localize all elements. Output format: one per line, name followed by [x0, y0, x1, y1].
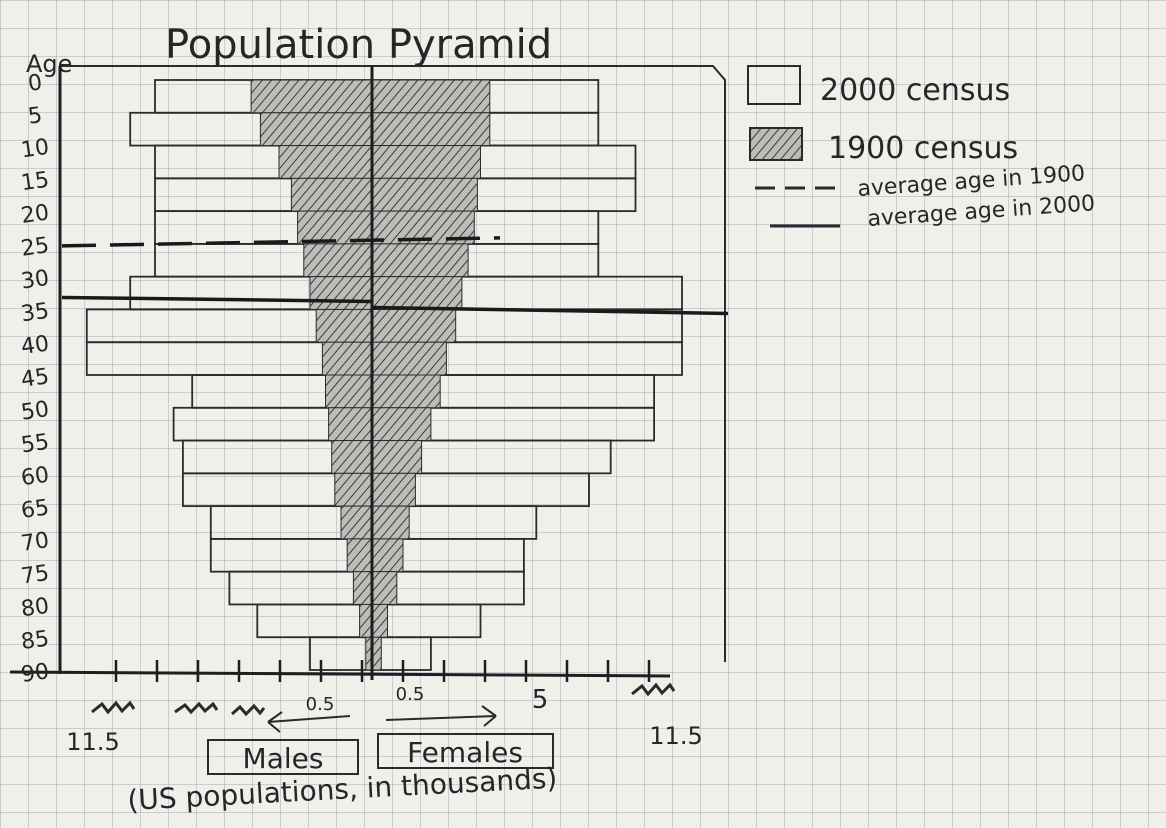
bar-1900-male: [309, 276, 373, 310]
age-tick-labels: 0 5 10 15 20 25 30 35 40 45 50 55 60 65 70 75 80 85 90: [19, 70, 50, 688]
bar-1900-male: [321, 341, 373, 376]
bar-1900-male: [290, 177, 373, 212]
age-tick-label: 70: [19, 528, 50, 557]
age-tick-label: 10: [19, 135, 50, 164]
age-tick-label: 20: [19, 200, 50, 229]
males-arrow: [267, 711, 351, 733]
bar-1900-male: [278, 145, 373, 179]
bar-1900-female: [371, 243, 469, 278]
age-tick-label: 40: [19, 331, 50, 360]
bar-1900-male: [328, 407, 373, 442]
bar-1900-male: [315, 308, 373, 343]
age-tick-label: 35: [19, 299, 50, 328]
bar-1900-male: [297, 210, 373, 245]
bar-1900-female: [371, 472, 416, 507]
axes: [9, 66, 671, 680]
bar-1900-male: [352, 571, 373, 605]
x-tick-left-outer: 11.5: [66, 728, 119, 756]
average-age-2000-line-left: [61, 295, 373, 304]
bar-1900-female: [371, 112, 491, 147]
males-box: [207, 739, 359, 775]
x-tick-marks: [114, 660, 651, 682]
age-tick-label: 25: [19, 233, 50, 262]
scribbled-ticks: [91, 682, 676, 717]
x-tick-right-mid: 5: [532, 685, 549, 715]
bar-1900-male: [303, 243, 373, 278]
bar-1900-male: [259, 112, 373, 147]
age-tick-label: 50: [19, 397, 50, 426]
bar-1900-female: [371, 177, 478, 212]
bar-1900-male: [250, 79, 373, 114]
bar-1900-female: [371, 79, 491, 114]
age-tick-label: 80: [19, 594, 50, 623]
x-axis: [9, 670, 671, 678]
age-tick-label: 5: [26, 103, 43, 130]
bar-1900-male: [346, 538, 373, 573]
age-tick-label: 90: [19, 659, 50, 688]
bar-1900-male: [340, 505, 373, 540]
age-tick-label: 45: [19, 364, 50, 393]
females-arrow: [385, 705, 497, 727]
age-tick-label: 75: [19, 561, 50, 590]
bar-1900-female: [371, 505, 410, 540]
age-tick-label: 55: [19, 430, 50, 459]
bar-1900-female: [371, 308, 457, 343]
x-tick-left-inner: 0.5: [306, 694, 335, 715]
legend-label-1900: 1900 census: [828, 131, 1018, 166]
plot-frame: [60, 65, 726, 662]
x-tick-right-inner: 0.5: [396, 684, 425, 705]
series-1900-census: [250, 79, 491, 671]
bar-1900-female: [371, 374, 441, 409]
bar-1900-female: [371, 145, 481, 179]
age-tick-label: 85: [19, 626, 50, 655]
bar-1900-male: [359, 603, 373, 638]
age-tick-label: 0: [26, 70, 43, 97]
chart-title: Population Pyramid: [165, 22, 552, 68]
average-age-1900-line: [61, 236, 501, 248]
average-age-2000-line-right: [371, 305, 729, 316]
females-box: [377, 733, 554, 769]
age-tick-label: 60: [19, 463, 50, 492]
bar-1900-female: [371, 440, 423, 474]
bar-1900-female: [371, 538, 404, 573]
x-tick-right-outer: 11.5: [649, 722, 702, 750]
bar-1900-male: [325, 374, 373, 409]
bar-1900-male: [334, 472, 373, 507]
bar-1900-female: [371, 571, 398, 605]
age-tick-label: 30: [19, 266, 50, 295]
bar-1900-female: [371, 407, 432, 442]
bar-1900-male: [331, 440, 373, 474]
legend-swatch-2000: [747, 65, 801, 105]
legend-label-2000: 2000 census: [820, 73, 1010, 108]
females-label: Females: [407, 736, 523, 769]
bar-1900-female: [371, 276, 463, 310]
age-tick-label: 65: [19, 495, 50, 524]
frame-line: [60, 65, 726, 662]
average-age-lines: [61, 236, 729, 316]
legend-swatch-1900: [749, 127, 803, 161]
bar-1900-female: [371, 341, 447, 376]
age-tick-label: 15: [19, 168, 50, 197]
y-axis-label: Age: [26, 50, 72, 78]
bar-1900-female: [371, 603, 388, 638]
males-label: Males: [243, 742, 324, 775]
